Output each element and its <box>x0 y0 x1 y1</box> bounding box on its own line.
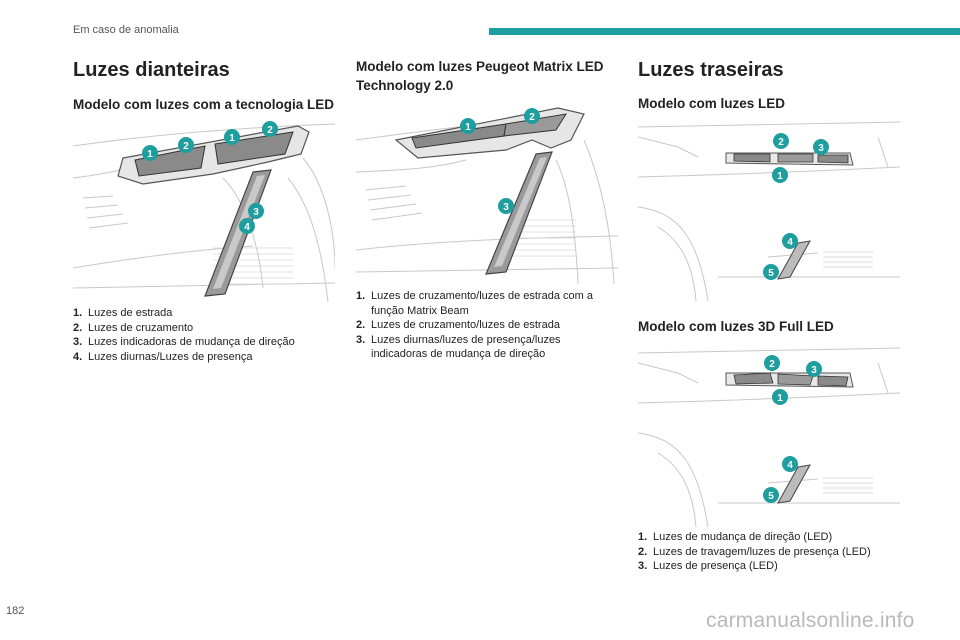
marker-3: 3 <box>248 203 264 219</box>
marker-1: 1 <box>772 389 788 405</box>
svg-text:3: 3 <box>503 202 509 213</box>
legend-item: 1.Luzes de cruzamento/luzes de estrada c… <box>356 290 593 317</box>
marker-2: 2 <box>524 108 540 124</box>
matrix-led-subtitle: Modelo com luzes Peugeot Matrix LED Tech… <box>356 59 604 93</box>
marker-3: 3 <box>498 198 514 214</box>
rear-led-subtitle: Modelo com luzes LED <box>638 96 786 111</box>
legend-item: 1.Luzes de mudança de direção (LED) <box>638 531 833 543</box>
svg-text:5: 5 <box>768 491 774 502</box>
svg-text:1: 1 <box>465 122 471 133</box>
svg-text:1: 1 <box>147 149 153 160</box>
marker-2: 2 <box>178 137 194 153</box>
legend-item: 2.Luzes de cruzamento/luzes de estrada <box>356 319 560 332</box>
svg-text:1: 1 <box>777 171 783 182</box>
svg-text:1: 1 <box>229 133 235 144</box>
legend-item: 2.Luzes de travagem/luzes de presença (L… <box>638 545 871 558</box>
marker-1: 1 <box>772 167 788 183</box>
front-lights-title: Luzes dianteiras <box>73 59 230 81</box>
marker-5: 5 <box>763 264 779 280</box>
watermark: carmanualsonline.info <box>706 609 915 632</box>
svg-text:2: 2 <box>769 359 775 370</box>
marker-1: 1 <box>142 145 158 161</box>
marker-4: 4 <box>782 456 798 472</box>
header-accent-bar <box>489 28 960 35</box>
svg-text:4: 4 <box>244 222 250 233</box>
marker-5: 5 <box>763 487 779 503</box>
legend-item: 3.Luzes indicadoras de mudança de direçã… <box>73 336 295 349</box>
front-led-illustration: 1 2 1 2 3 4 <box>73 121 335 302</box>
svg-text:4: 4 <box>787 237 793 248</box>
legend-item: 4.Luzes diurnas/Luzes de presença <box>73 350 253 363</box>
rear-3d-led-subtitle: Modelo com luzes 3D Full LED <box>638 319 834 334</box>
marker-4: 4 <box>239 218 255 234</box>
svg-text:3: 3 <box>811 365 817 376</box>
legend-item: 1.Luzes de estrada <box>73 307 173 319</box>
marker-1: 1 <box>460 118 476 134</box>
svg-text:5: 5 <box>768 268 774 279</box>
marker-1: 1 <box>224 129 240 145</box>
svg-text:3: 3 <box>253 207 259 218</box>
svg-text:4: 4 <box>787 460 793 471</box>
front-led-legend: 1.Luzes de estrada 2.Luzes de cruzamento… <box>73 306 335 364</box>
marker-2: 2 <box>262 121 278 137</box>
legend-item: 2.Luzes de cruzamento <box>73 321 194 334</box>
svg-text:2: 2 <box>267 125 273 136</box>
marker-3: 3 <box>806 361 822 377</box>
svg-text:3: 3 <box>818 143 824 154</box>
matrix-led-legend: 1.Luzes de cruzamento/luzes de estrada c… <box>356 289 614 362</box>
rear-lights-title: Luzes traseiras <box>638 59 784 81</box>
running-header: Em caso de anomalia <box>73 24 179 36</box>
svg-text:2: 2 <box>778 137 784 148</box>
rear-legend: 1.Luzes de mudança de direção (LED) 2.Lu… <box>638 530 900 574</box>
svg-text:2: 2 <box>183 141 189 152</box>
page-number: 182 <box>6 605 25 617</box>
marker-2: 2 <box>773 133 789 149</box>
rear-led-illustration: 2 3 1 4 5 <box>638 121 900 301</box>
matrix-led-illustration: 1 2 3 <box>356 107 618 284</box>
marker-2: 2 <box>764 355 780 371</box>
marker-3: 3 <box>813 139 829 155</box>
legend-item: 3.Luzes de presença (LED) <box>638 560 778 573</box>
marker-4: 4 <box>782 233 798 249</box>
front-led-subtitle: Modelo com luzes com a tecnologia LED <box>73 97 335 112</box>
legend-item: 3.Luzes diurnas/luzes de presença/luzes … <box>356 333 561 361</box>
rear-3d-led-illustration: 2 3 1 4 5 <box>638 347 900 527</box>
svg-text:1: 1 <box>777 393 783 404</box>
svg-text:2: 2 <box>529 112 535 123</box>
